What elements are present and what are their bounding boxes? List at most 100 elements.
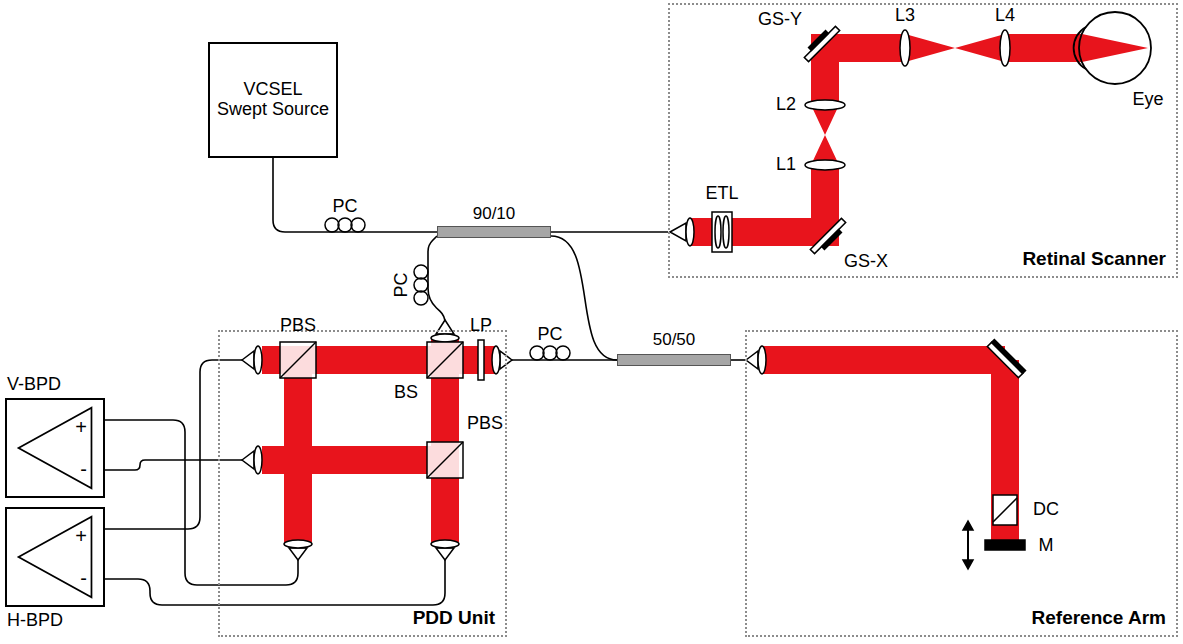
laser-beam <box>1005 34 1082 62</box>
part-label: DC <box>1033 500 1059 520</box>
part-label: PC <box>392 272 412 297</box>
optical-fiber <box>551 231 668 233</box>
beam-splitter-cube <box>427 442 463 478</box>
reference-mirror <box>985 540 1025 550</box>
polarization-controller <box>414 265 428 279</box>
lens <box>900 30 910 66</box>
node-label: PDD Unit <box>413 608 495 629</box>
fiber-collimator <box>242 218 766 560</box>
coupler-bar <box>437 226 551 238</box>
part-label: PBS <box>280 316 316 336</box>
optical-fiber <box>105 360 445 605</box>
fiber-collimator <box>670 223 686 241</box>
part-label: Eye <box>1132 90 1163 110</box>
fiber-collimator <box>492 346 500 374</box>
node-label: Reference Arm <box>1032 608 1166 629</box>
galvo-mirror <box>809 31 829 51</box>
fiber-collimator <box>431 540 459 548</box>
galvo-mirror <box>822 230 842 250</box>
tunable-lens <box>712 212 732 252</box>
fiber-coupler: 90/10 <box>437 205 551 238</box>
fiber-collimator <box>436 548 454 560</box>
galvo-mirror <box>801 23 839 61</box>
amplifier-symbol <box>7 400 103 496</box>
reference-mirror <box>987 339 1025 377</box>
detector-box: H-BPD+- <box>5 507 105 607</box>
tunable-lens <box>712 212 732 252</box>
amplifier-symbol <box>7 509 103 605</box>
laser-beam <box>262 446 445 474</box>
optical-fiber <box>731 359 745 361</box>
laser-beam <box>262 34 1148 542</box>
eye <box>1079 12 1151 84</box>
fiber-collimator <box>431 334 459 342</box>
part-label: L3 <box>895 6 915 26</box>
optical-fiber <box>273 158 437 232</box>
input-sign: + <box>75 416 87 438</box>
laser-beam <box>991 360 1019 540</box>
laser-beam <box>955 34 1005 62</box>
polarization-controller <box>325 218 339 232</box>
fiber-collimator <box>758 346 766 374</box>
galvo-mirror <box>810 218 848 256</box>
fiber-collimator <box>254 446 262 474</box>
linear-polarizer <box>478 340 484 380</box>
polarization-controller <box>338 218 352 232</box>
beam-splitter-cube <box>427 342 463 378</box>
reference-mirror <box>963 521 973 530</box>
lens <box>805 100 845 110</box>
reference-mirror <box>963 560 973 569</box>
polarization-controller <box>556 346 570 360</box>
part-label: M <box>1039 536 1054 556</box>
galvo-mirror <box>801 23 848 256</box>
module-group: Retinal Scanner <box>668 3 1178 278</box>
reference-mirror <box>963 339 1026 569</box>
laser-beam <box>905 34 955 62</box>
beam-splitter-cube <box>280 342 463 478</box>
beam-splitter-cube <box>427 342 463 378</box>
fiber-collimator <box>254 346 262 374</box>
laser-beam <box>811 165 839 232</box>
node-label: 90/10 <box>437 205 551 224</box>
fiber-collimator <box>284 540 312 548</box>
fiber-collimator <box>289 548 307 560</box>
fiber-collimator <box>686 218 694 246</box>
part-label: L1 <box>776 155 796 175</box>
node-label: Retinal Scanner <box>1022 249 1166 270</box>
part-label: L2 <box>776 95 796 115</box>
node-label: VCSEL Swept Source <box>217 80 330 120</box>
amplifier-triangle <box>19 517 92 598</box>
tunable-lens <box>723 216 729 248</box>
polarization-controller <box>543 346 557 360</box>
detector-box: V-BPD+- <box>5 398 105 498</box>
beam-splitter-cube <box>280 342 316 378</box>
part-label: PC <box>537 325 562 345</box>
reference-mirror <box>993 498 1017 522</box>
module-group: PDD Unit <box>218 330 507 637</box>
input-sign: - <box>80 458 87 480</box>
light-source-box: VCSEL Swept Source <box>208 42 338 158</box>
beam-splitter-cube <box>280 342 316 378</box>
fiber-collimator <box>746 351 758 369</box>
reference-mirror <box>993 495 1017 525</box>
galvo-mirror <box>804 26 839 61</box>
node-label: 50/50 <box>617 331 731 350</box>
fiber-collimator <box>242 451 254 469</box>
lens <box>805 160 845 170</box>
fiber-collimator <box>242 351 254 369</box>
reference-mirror <box>967 527 969 563</box>
part-label: LP <box>470 316 492 336</box>
detector-name: H-BPD <box>7 611 63 631</box>
laser-beam <box>825 34 905 62</box>
beam-splitter-cube <box>427 442 463 478</box>
detector-name: V-BPD <box>7 375 61 395</box>
galvo-mirror <box>810 218 845 253</box>
polarization-controller <box>351 218 365 232</box>
laser-beam <box>762 346 1005 374</box>
part-label: ETL <box>705 184 738 204</box>
lens <box>805 30 1010 170</box>
eye <box>1074 12 1151 84</box>
linear-polarizer <box>478 340 484 380</box>
